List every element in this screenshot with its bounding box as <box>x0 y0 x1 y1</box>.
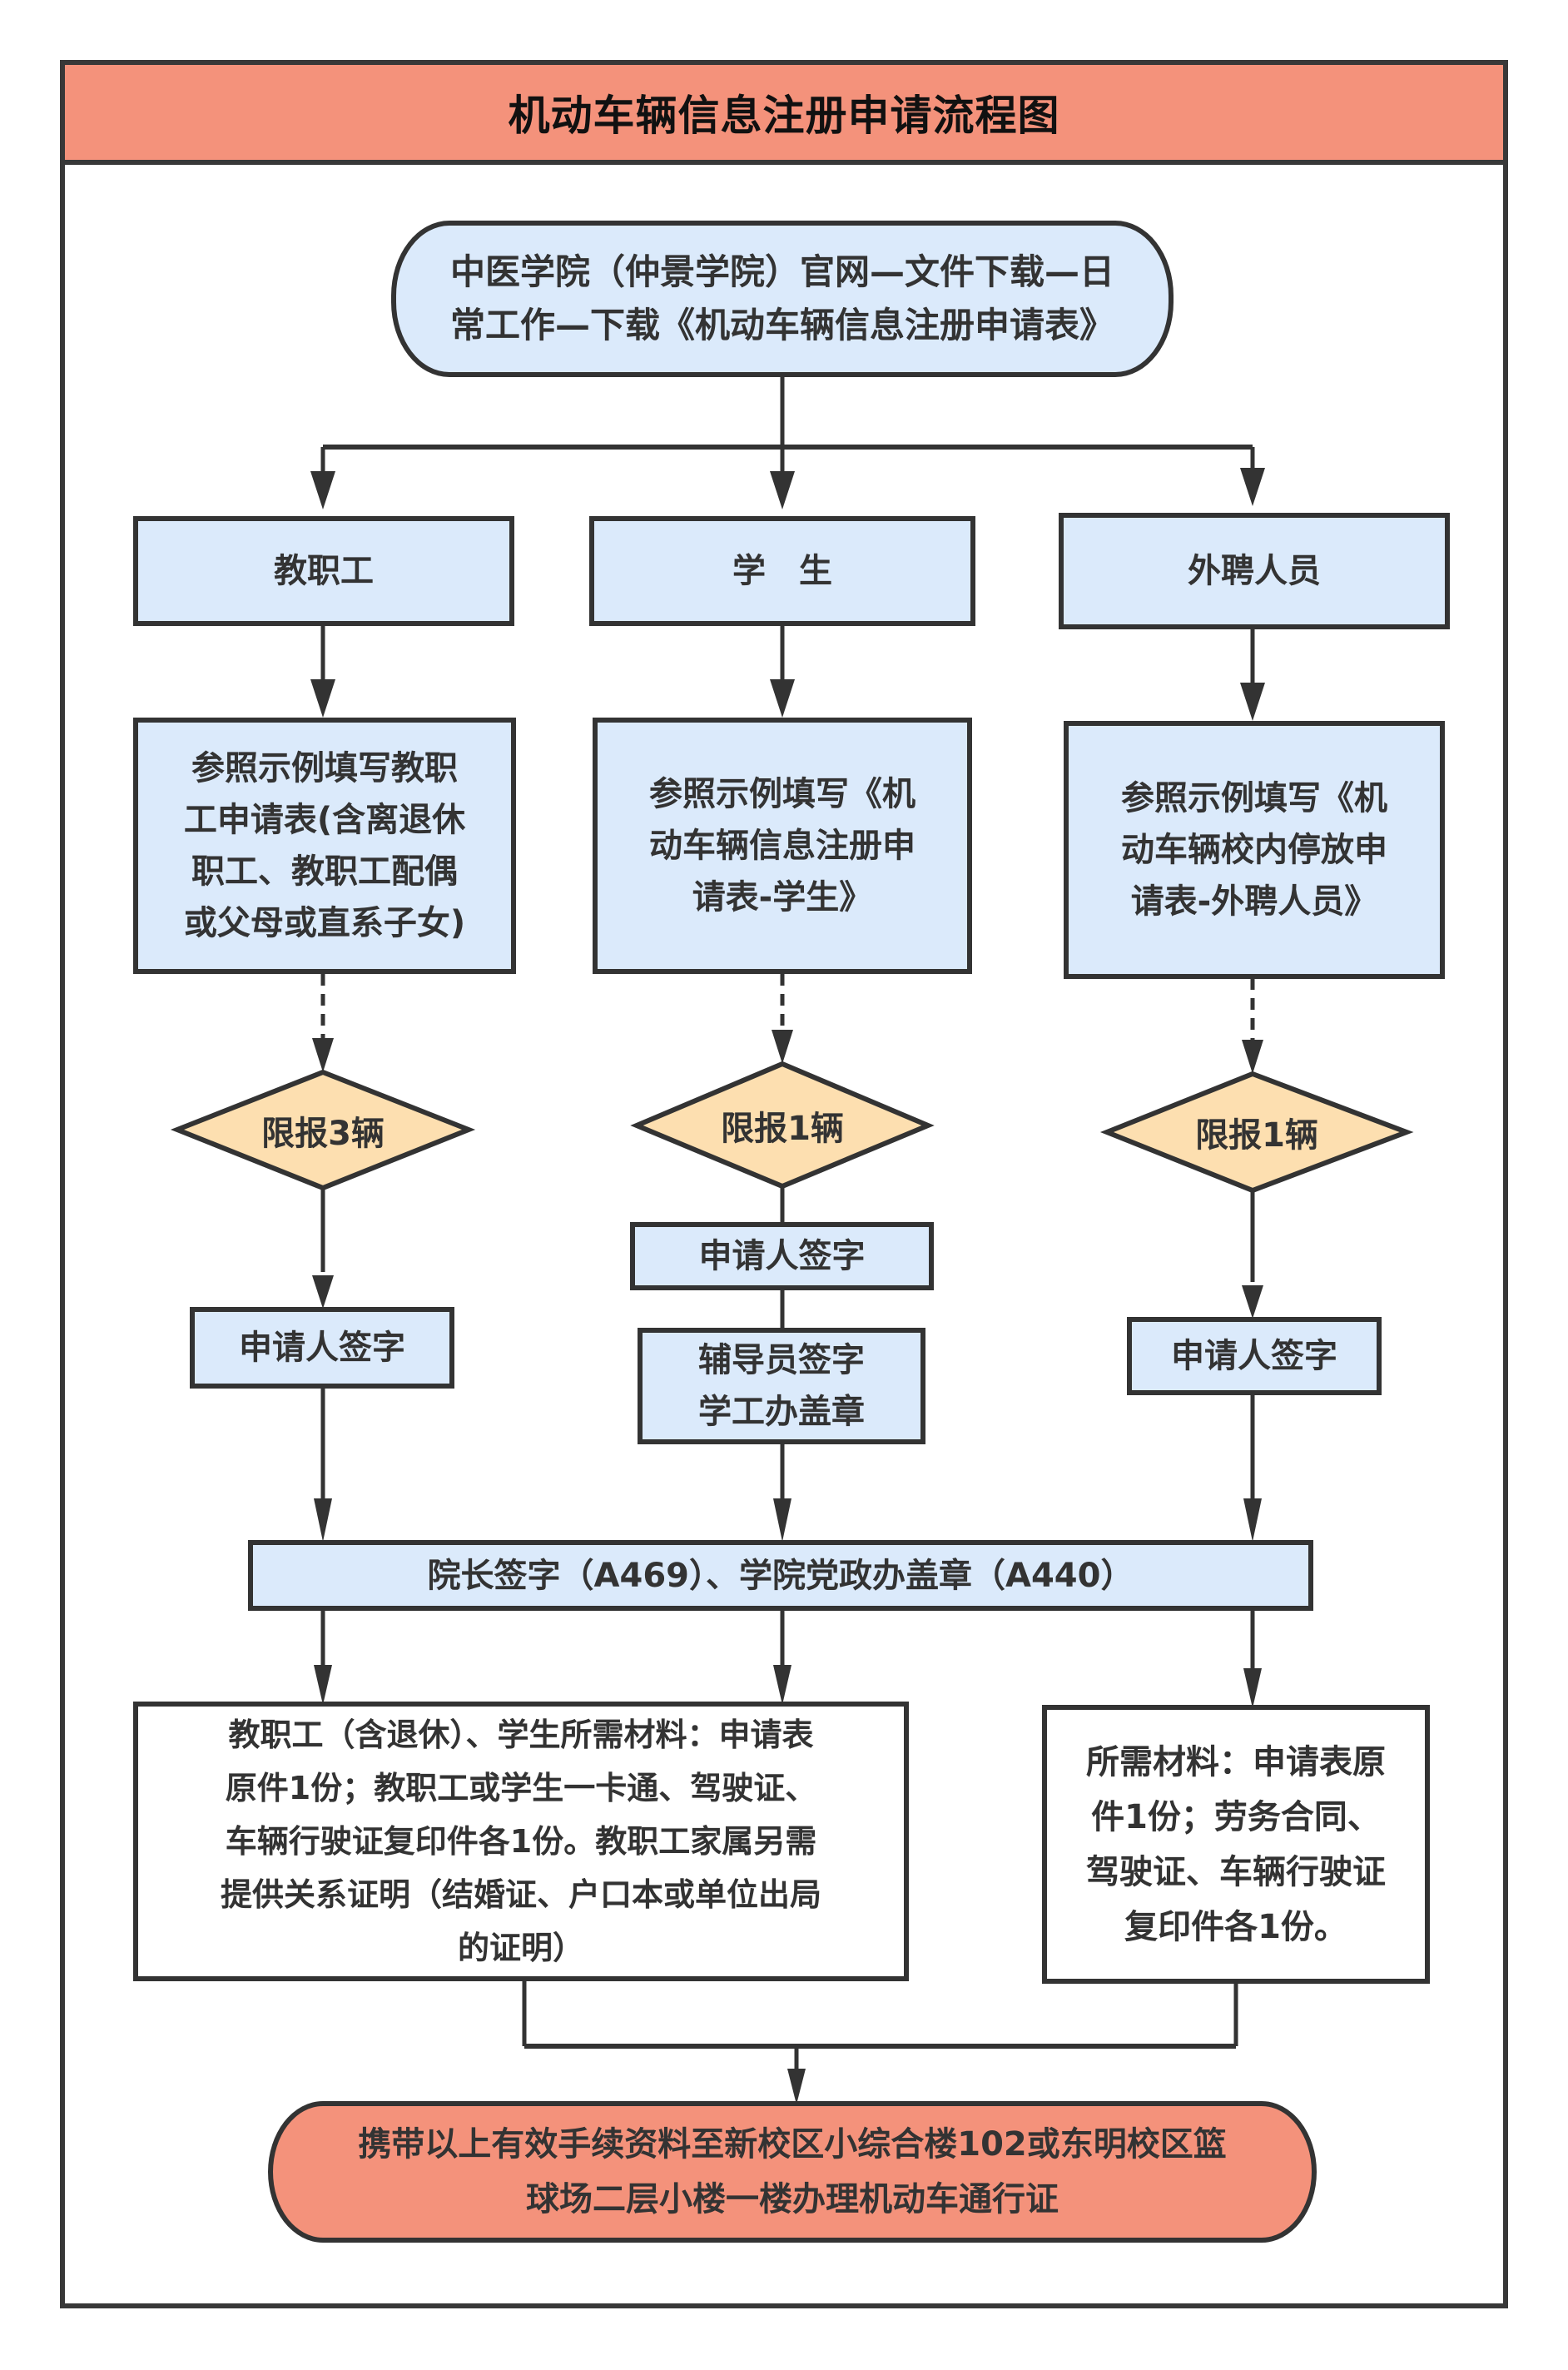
sign-staff: 申请人签字 <box>190 1307 454 1389</box>
form-staff-text: 参照示例填写教职 工申请表(含离退休 职工、教职工配偶 或父母或直系子女) <box>183 749 466 942</box>
sign-student-text: 申请人签字 <box>698 1237 866 1275</box>
end-text: 携带以上有效手续资料至新校区小综合楼102或东明校区篮 球场二层小楼一楼办理机动… <box>358 2125 1227 2218</box>
form-student: 参照示例填写《机 动车辆信息注册申 请表-学生》 <box>593 718 972 974</box>
category-external-label: 外聘人员 <box>1188 552 1321 590</box>
arrowhead <box>773 1498 791 1542</box>
form-student-text: 参照示例填写《机 动车辆信息注册申 请表-学生》 <box>649 775 915 917</box>
materials-external: 所需材料：申请表原 件1份；劳务合同、 驾驶证、车辆行驶证 复印件各1份。 <box>1042 1705 1430 1984</box>
arrowhead <box>1243 1498 1262 1542</box>
counselor-student: 辅导员签字 学工办盖章 <box>638 1328 925 1444</box>
start-node: 中医学院（仲景学院）官网—文件下载—日 常工作—下载《机动车辆信息注册申请表》 <box>391 221 1174 377</box>
arrowhead <box>310 471 335 509</box>
decision-diamond-external <box>1099 1071 1414 1194</box>
category-external: 外聘人员 <box>1059 513 1450 629</box>
counselor-student-text: 辅导员签字 学工办盖章 <box>698 1341 865 1431</box>
arrowhead <box>310 679 335 718</box>
sign-staff-text: 申请人签字 <box>239 1329 405 1367</box>
arrowhead <box>312 1275 334 1309</box>
arrowhead <box>770 471 795 509</box>
arrowhead <box>772 1030 793 1064</box>
start-text: 中医学院（仲景学院）官网—文件下载—日 常工作—下载《机动车辆信息注册申请表》 <box>449 251 1114 345</box>
form-external: 参照示例填写《机 动车辆校内停放申 请表-外聘人员》 <box>1064 721 1445 979</box>
approval-node: 院长签字（A469）、学院党政办盖章（A440） <box>248 1540 1313 1611</box>
category-staff-label: 教职工 <box>274 552 374 590</box>
category-staff: 教职工 <box>133 516 514 626</box>
sign-student: 申请人签字 <box>630 1222 934 1290</box>
category-student: 学 生 <box>589 516 975 626</box>
arrowhead <box>770 679 795 718</box>
limit-external: 限报1辆 <box>1195 1116 1318 1155</box>
category-student-label: 学 生 <box>732 552 832 590</box>
sign-external-text: 申请人签字 <box>1171 1337 1337 1375</box>
materials-staff-students: 教职工（含退休）、学生所需材料：申请表 原件1份；教职工或学生一卡通、驾驶证、 … <box>133 1702 909 1981</box>
diagram-title: 机动车辆信息注册申请流程图 <box>508 92 1060 140</box>
diagram-title-bar: 机动车辆信息注册申请流程图 <box>60 60 1508 165</box>
sign-external: 申请人签字 <box>1127 1317 1382 1395</box>
arrowhead <box>787 2069 806 2104</box>
arrowhead <box>1242 1285 1263 1319</box>
arrowhead <box>1240 683 1265 721</box>
end-node: 携带以上有效手续资料至新校区小综合楼102或东明校区篮 球场二层小楼一楼办理机动… <box>268 2101 1317 2243</box>
arrowhead <box>1242 1040 1263 1074</box>
form-external-text: 参照示例填写《机 动车辆校内停放申 请表-外聘人员》 <box>1121 779 1387 921</box>
arrowhead <box>773 1665 791 1705</box>
arrowhead <box>1243 1668 1262 1708</box>
materials-external-text: 所需材料：申请表原 件1份；劳务合同、 驾驶证、车辆行驶证 复印件各1份。 <box>1086 1742 1386 1946</box>
materials-staff-students-text: 教职工（含退休）、学生所需材料：申请表 原件1份；教职工或学生一卡通、驾驶证、 … <box>220 1717 821 1966</box>
arrowhead <box>312 1038 334 1072</box>
limit-staff: 限报3辆 <box>261 1114 385 1153</box>
arrowhead <box>314 1665 332 1705</box>
decision-diamond-staff <box>170 1069 476 1191</box>
approval-text: 院长签字（A469）、学院党政办盖章（A440） <box>427 1556 1134 1595</box>
limit-student: 限报1辆 <box>721 1109 844 1148</box>
arrowhead <box>314 1498 332 1542</box>
form-staff: 参照示例填写教职 工申请表(含离退休 职工、教职工配偶 或父母或直系子女) <box>133 718 516 974</box>
decision-diamond-student <box>630 1061 935 1190</box>
arrowhead <box>1240 468 1265 506</box>
